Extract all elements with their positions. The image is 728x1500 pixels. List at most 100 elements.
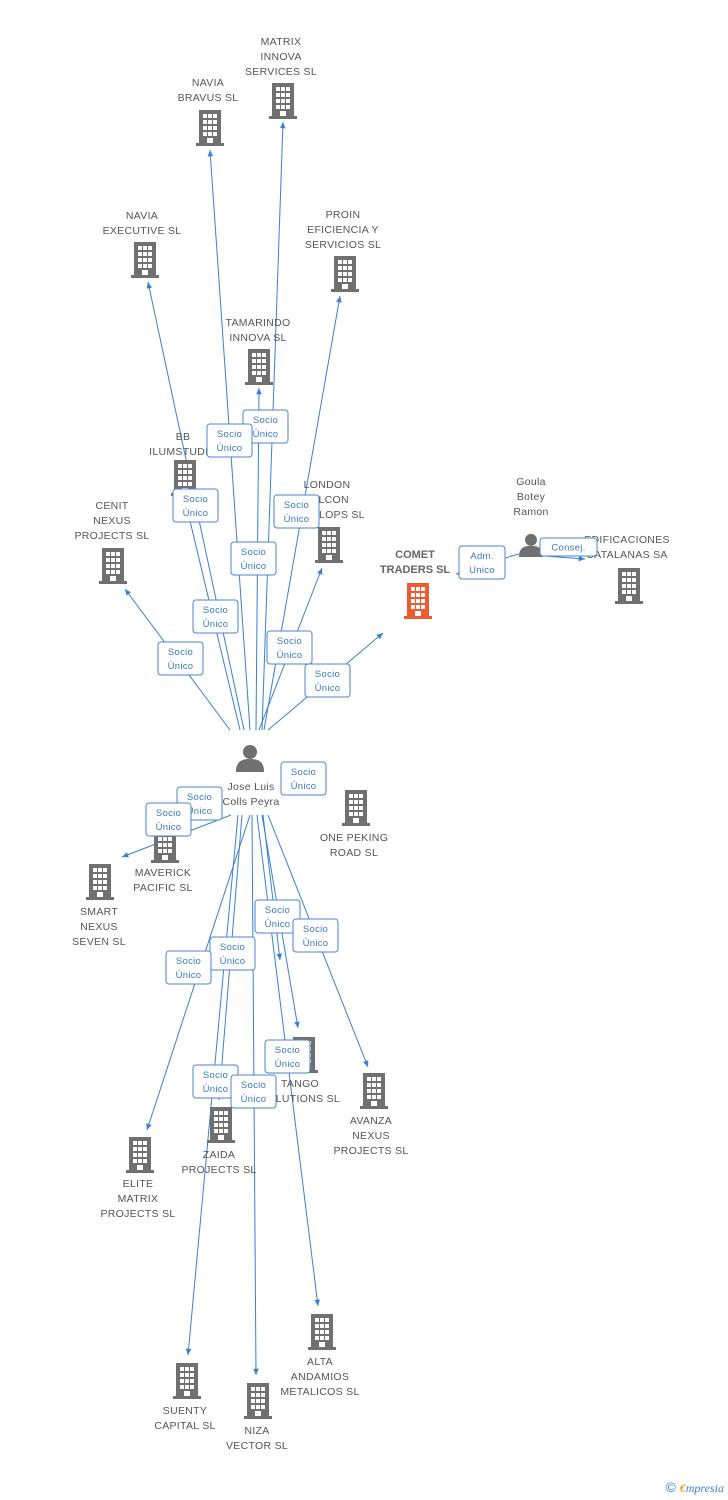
tag-text: Adm.	[470, 551, 493, 562]
company-label: CATALANAS SA	[586, 549, 667, 561]
company-label: CAPITAL SL	[154, 1420, 215, 1432]
tag-text: Socio	[315, 669, 340, 680]
copyright-symbol: ©	[665, 1479, 676, 1495]
tag-text: Único	[241, 1094, 267, 1105]
company-label: EDIFICACIONES	[584, 534, 670, 546]
tag-text: Único	[275, 1059, 301, 1070]
company-label: NEXUS	[93, 515, 131, 527]
company-label: ANDAMIOS	[291, 1371, 349, 1383]
company-label: MAVERICK	[135, 867, 191, 879]
tag-text: Socio	[241, 547, 266, 558]
tag-text: Único	[156, 822, 182, 833]
tag-text: Único	[277, 650, 303, 661]
building-icon[interactable]	[615, 568, 643, 604]
person-icon[interactable]	[236, 745, 264, 772]
focus-building-icon[interactable]	[404, 583, 432, 619]
tag-text: Socio	[284, 500, 309, 511]
tag-text: Socio	[187, 792, 212, 803]
building-icon[interactable]	[126, 1137, 154, 1173]
building-icon[interactable]	[207, 1107, 235, 1143]
tag-text: Socio	[217, 429, 242, 440]
company-label: ONE PEKING	[320, 832, 388, 844]
tag-text: Socio	[291, 767, 316, 778]
company-label: PROJECTS SL	[333, 1145, 408, 1157]
building-icon[interactable]	[315, 527, 343, 563]
tag-text: Socio	[265, 905, 290, 916]
tag-text: Único	[303, 938, 329, 949]
company-label: INNOVA	[260, 51, 301, 63]
company-label: SUENTY	[163, 1405, 207, 1417]
company-label: ILUMSTUDIO	[149, 446, 217, 458]
company-label: NIZA	[244, 1425, 269, 1437]
building-icon[interactable]	[331, 256, 359, 292]
company-label: BRAVUS SL	[178, 92, 239, 104]
tag-text: Único	[265, 919, 291, 930]
company-label: METALICOS SL	[280, 1386, 359, 1398]
company-label: ALTA	[307, 1356, 333, 1368]
company-label: NAVIA	[192, 77, 224, 89]
building-icon[interactable]	[86, 864, 114, 900]
building-icon[interactable]	[173, 1363, 201, 1399]
building-icon[interactable]	[131, 242, 159, 278]
tag-text: Único	[176, 970, 202, 981]
building-icon[interactable]	[269, 83, 297, 119]
person-label: Ramon	[513, 506, 548, 518]
tag-text: Socio	[176, 956, 201, 967]
footer-brand[interactable]: ©€mpresia	[665, 1479, 724, 1496]
building-icon[interactable]	[196, 110, 224, 146]
person-label: Jose Luis	[227, 781, 274, 793]
building-icon[interactable]	[245, 349, 273, 385]
company-label: NEXUS	[80, 921, 118, 933]
company-label: NEXUS	[352, 1130, 390, 1142]
tag-text: Único	[291, 781, 317, 792]
consej-tag[interactable]: Consej.	[539, 537, 598, 557]
tag-text: Único	[241, 561, 267, 572]
tag-text: Consej.	[551, 543, 585, 554]
building-icon[interactable]	[308, 1314, 336, 1350]
company-label: VECTOR SL	[226, 1440, 288, 1452]
brand-logo-e: €	[679, 1481, 686, 1495]
company-label: PROJECTS SL	[181, 1164, 256, 1176]
person-label: Colls Peyra	[223, 796, 280, 808]
tag-text: Socio	[241, 1080, 266, 1091]
building-icon[interactable]	[360, 1073, 388, 1109]
company-label: ELITE	[123, 1178, 154, 1190]
brand-name: mpresia	[685, 1481, 724, 1495]
company-label: SMART	[80, 906, 118, 918]
adm-unico-tag[interactable]: Adm. Unico	[458, 545, 506, 580]
tag-text: Socio	[168, 647, 193, 658]
building-icon[interactable]	[244, 1383, 272, 1419]
tag-text: Unico	[469, 565, 495, 576]
building-icon[interactable]	[99, 548, 127, 584]
tags-layer: SocioÚnicoSocioÚnicoSocioÚnicoSocioÚnico…	[145, 409, 598, 1109]
company-label: EXECUTIVE SL	[103, 225, 182, 237]
company-label: SEVEN SL	[72, 936, 126, 948]
company-label: SOLUTIONS SL	[260, 1093, 340, 1105]
company-label: BB	[176, 431, 191, 443]
building-icon[interactable]	[342, 790, 370, 826]
company-label: PROJECTS SL	[100, 1208, 175, 1220]
company-label: SERVICIOS SL	[305, 239, 381, 251]
company-label: AVANZA	[350, 1115, 392, 1127]
tag-text: Único	[217, 443, 243, 454]
company-label: LONDON	[304, 479, 351, 491]
tag-text: Socio	[277, 636, 302, 647]
person-icon[interactable]	[519, 533, 543, 557]
company-label: MATRIX	[118, 1193, 159, 1205]
